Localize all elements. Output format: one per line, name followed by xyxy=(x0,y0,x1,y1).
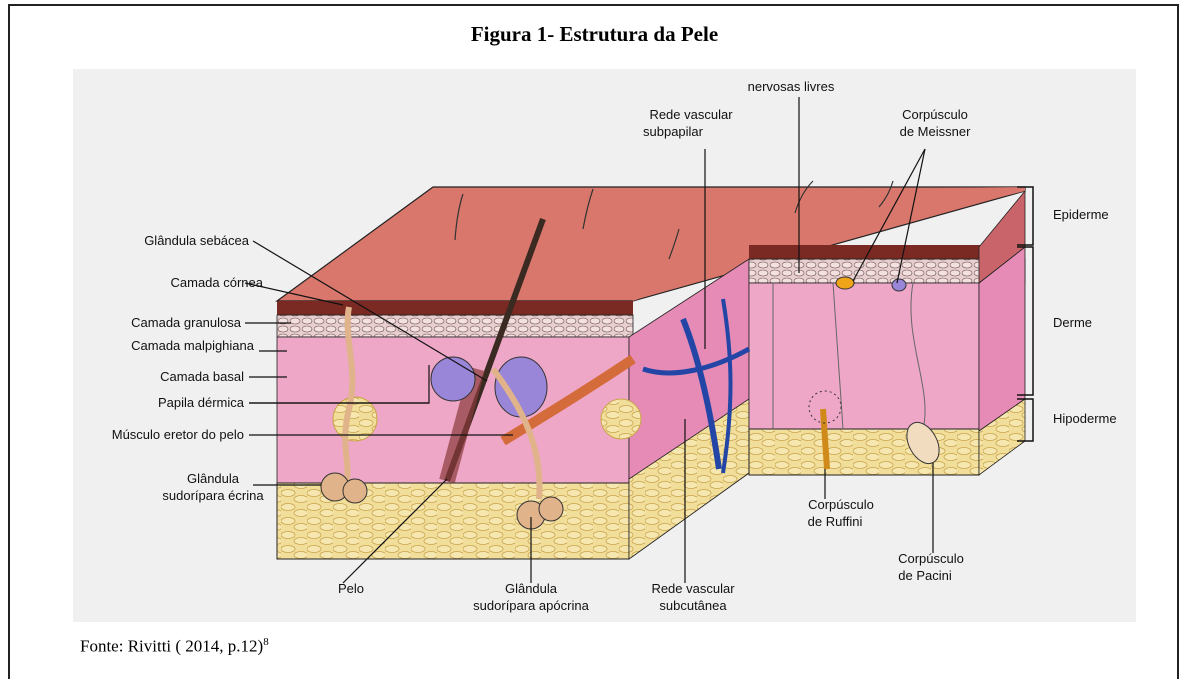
skin-structure-illustration: Glândula sebácea Camada córnea Camada gr… xyxy=(73,69,1136,622)
label-camada-granulosa: Camada granulosa xyxy=(131,315,242,330)
epidermis-cells-front xyxy=(277,315,633,337)
skin-diagram-svg: Glândula sebácea Camada córnea Camada gr… xyxy=(73,69,1136,622)
dermis-right xyxy=(749,283,979,431)
label-rede-subcutanea-2: subcutânea xyxy=(659,598,727,613)
label-glandula-ecrina-2: sudorípara écrina xyxy=(162,488,264,503)
label-pelo: Pelo xyxy=(338,581,364,596)
source-footnote: 8 xyxy=(263,636,269,648)
figure-source: Fonte: Rivitti ( 2014, p.12)8 xyxy=(80,636,269,657)
source-text: Fonte: Rivitti ( 2014, p.12) xyxy=(80,637,263,656)
label-glandula-apocrina-2: sudorípara apócrina xyxy=(473,598,589,613)
label-ruffini-2: de Ruffini xyxy=(808,514,863,529)
label-hipoderme: Hipoderme xyxy=(1053,411,1117,426)
label-meissner-2: de Meissner xyxy=(900,124,971,139)
label-meissner: Corpúsculo xyxy=(902,107,968,122)
label-terminacoes-nervosas: nervosas livres xyxy=(748,79,835,94)
label-epiderme: Epiderme xyxy=(1053,207,1109,222)
label-pacini-2: de Pacini xyxy=(898,568,952,583)
label-papila-dermica: Papila dérmica xyxy=(158,395,245,410)
label-derme: Derme xyxy=(1053,315,1092,330)
hypodermis-right xyxy=(749,429,979,475)
label-rede-subpapilar-2: subpapilar xyxy=(643,124,704,139)
label-rede-subpapilar: Rede vascular xyxy=(649,107,733,122)
epidermis-front xyxy=(277,301,633,315)
figure-title: Figura 1- Estrutura da Pele xyxy=(0,22,1189,47)
label-pacini: Corpúsculo xyxy=(898,551,964,566)
label-ruffini: Corpúsculo xyxy=(808,497,874,512)
label-rede-subcutanea: Rede vascular xyxy=(651,581,735,596)
label-glandula-apocrina: Glândula xyxy=(505,581,558,596)
label-camada-cornea: Camada córnea xyxy=(171,275,264,290)
label-camada-basal: Camada basal xyxy=(160,369,244,384)
label-camada-malpighiana: Camada malpighiana xyxy=(131,338,255,353)
label-glandula-ecrina: Glândula xyxy=(187,471,240,486)
label-musculo-eretor: Músculo eretor do pelo xyxy=(112,427,244,442)
meissner-corpuscle xyxy=(836,277,854,289)
label-glandula-sebacea: Glândula sebácea xyxy=(144,233,250,248)
